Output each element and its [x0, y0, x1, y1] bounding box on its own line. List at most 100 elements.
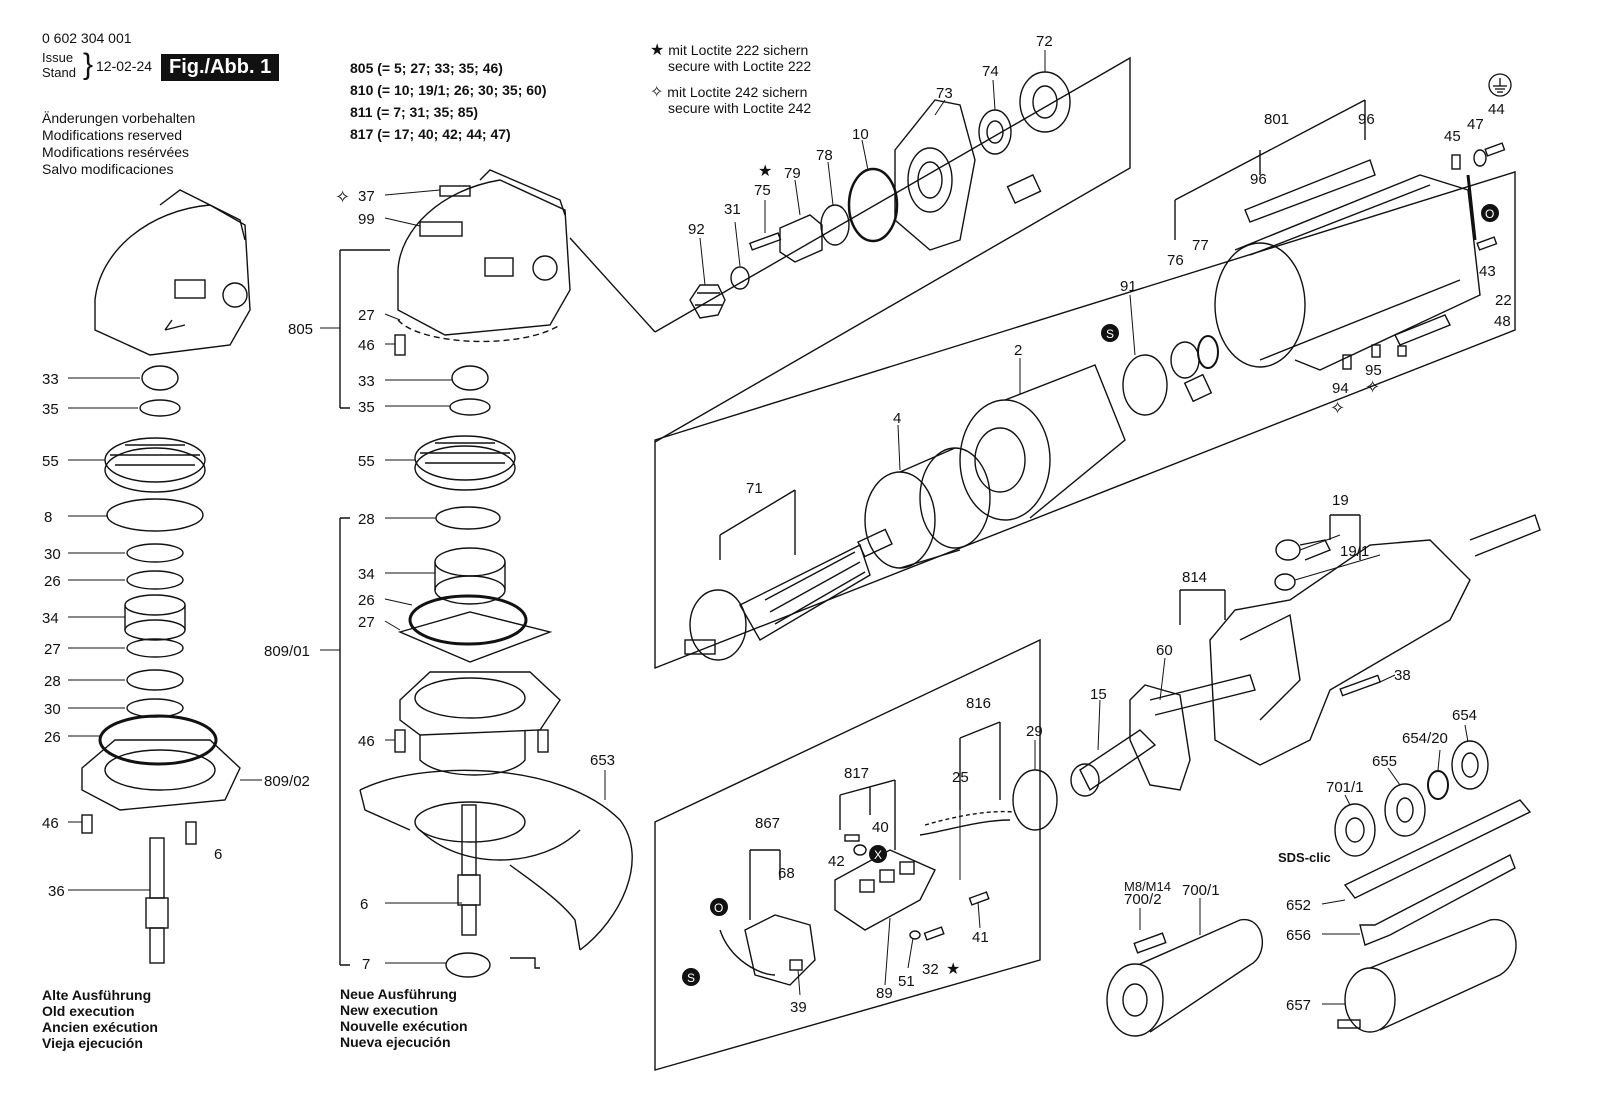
nut-655 — [1384, 783, 1426, 837]
part-number-label: 19/1 — [1340, 543, 1369, 560]
part-number-label: 6 — [214, 846, 222, 863]
part-number-label: 654/20 — [1402, 730, 1448, 747]
label-99 — [419, 221, 463, 237]
connector-line — [569, 237, 656, 333]
part-number-label: 33 — [358, 373, 375, 390]
screw-48 — [1397, 345, 1407, 357]
part-number-label: 51 — [898, 973, 915, 990]
part-number-label: 34 — [358, 566, 375, 583]
part-number-label: 96 — [1358, 111, 1375, 128]
stud-700-2 — [1133, 932, 1167, 954]
bracket-805 — [339, 249, 390, 409]
part-number-label: 26 — [44, 573, 61, 590]
bearing-76 — [1170, 341, 1200, 379]
washer-51 — [909, 930, 921, 940]
part-number-label: 805 — [288, 321, 313, 338]
document-number: 0 602 304 001 — [42, 30, 132, 46]
part-number-label: 75 — [754, 182, 771, 199]
issue-label: Issue — [42, 50, 74, 65]
screw-46c — [537, 729, 549, 753]
switch-plate-60 — [1129, 674, 1256, 791]
old-ring-30 — [126, 543, 184, 563]
pinion-92 — [689, 284, 726, 319]
old-washer-8 — [106, 498, 204, 532]
changes-reserved-en: Modifications reserved — [42, 127, 183, 143]
part-number-label: 28 — [44, 673, 61, 690]
part-number-label: 801 — [1264, 111, 1289, 128]
screw-41 — [968, 891, 990, 906]
changes-reserved-de: Änderungen vorbehalten — [42, 110, 196, 126]
part-number-label: 2 — [1014, 342, 1022, 359]
legend-star-en: secure with Loctite 222 — [668, 58, 812, 74]
wiring-816 — [919, 810, 1016, 836]
part-number-label: 94 — [1332, 380, 1349, 397]
part-number-label: 4 — [893, 410, 901, 427]
screw-32 — [923, 926, 945, 941]
assembly-817: 817 (= 17; 40; 42; 44; 47) — [350, 126, 511, 142]
part-number-label: 43 — [1479, 263, 1496, 280]
part-number-label: 35 — [42, 401, 59, 418]
switch-button-19 — [1275, 539, 1331, 561]
part-45 — [1451, 154, 1461, 170]
part-number-label: 34 — [42, 610, 59, 627]
bearing-74 — [978, 109, 1012, 155]
marker-s-icon-2: S — [682, 968, 700, 986]
legend-diamond-en: secure with Loctite 242 — [668, 100, 812, 116]
marker-x-icon: X — [869, 845, 887, 863]
part-number-label: 71 — [746, 480, 763, 497]
part-number-label: 48 — [1494, 313, 1511, 330]
old-ring-27 — [126, 638, 184, 658]
part-number-label: 33 — [42, 371, 59, 388]
grinding-wheel-flange-654 — [1451, 740, 1489, 790]
part-number-label: 817 — [844, 765, 869, 782]
part-95 — [1371, 344, 1381, 358]
ring-35 — [449, 398, 491, 416]
part-number-label: 99 — [358, 211, 375, 228]
part-number-label: 701/1 — [1326, 779, 1364, 796]
bracket-19 — [1329, 514, 1361, 560]
part-number-label: 32 — [922, 961, 939, 978]
coil-29 — [1012, 769, 1058, 831]
o-ring-10 — [847, 167, 899, 243]
svg-text:O: O — [1485, 207, 1494, 221]
stand-label: Stand — [42, 65, 76, 80]
part-number-label: 55 — [358, 453, 375, 470]
four-point-star-outline-icon: ✧ — [650, 84, 664, 101]
svg-text:✧: ✧ — [1330, 398, 1345, 418]
marker-o-icon-2: O — [710, 898, 728, 916]
part-number-label: 76 — [1167, 252, 1184, 269]
screw-75 — [748, 232, 782, 251]
figure-label: Fig./Abb. 1 — [161, 54, 280, 81]
part-number-label: 700/1 — [1182, 882, 1220, 899]
part-number-label: 39 — [790, 999, 807, 1016]
bracket-867 — [749, 849, 781, 920]
flange-72 — [1019, 71, 1071, 133]
lead-wire — [1466, 174, 1477, 241]
old-bevel-gear-55 — [104, 437, 206, 493]
part-number-label: 92 — [688, 221, 705, 238]
part-number-label: 37 — [358, 188, 375, 205]
part-number-label: 36 — [48, 883, 65, 900]
old-spindle-6 — [145, 837, 169, 964]
part-number-label: 657 — [1286, 997, 1311, 1014]
part-number-label: 35 — [358, 399, 375, 416]
old-screw-36 — [185, 821, 197, 845]
bearing-flange-73 — [894, 99, 976, 251]
assembly-810: 810 (= 10; 19/1; 26; 30; 35; 60) — [350, 82, 547, 98]
part-number-label: 77 — [1192, 237, 1209, 254]
bearing-34 — [434, 547, 506, 605]
baffle-4 — [864, 447, 991, 569]
switch-817 — [834, 849, 936, 931]
marker-s-icon: S — [1101, 324, 1119, 342]
old-ring-26b — [126, 669, 184, 691]
changes-reserved-fr: Modifications resérvées — [42, 144, 190, 160]
part-number-label: 7 — [362, 956, 370, 973]
part-number-label: 73 — [936, 85, 953, 102]
old-bearing-33 — [141, 365, 179, 391]
part-number-label: 10 — [852, 126, 869, 143]
part-number-label: 8 — [44, 509, 52, 526]
svg-text:S: S — [687, 971, 695, 985]
ring-91 — [1122, 354, 1168, 416]
issue-brace: } — [83, 48, 94, 81]
